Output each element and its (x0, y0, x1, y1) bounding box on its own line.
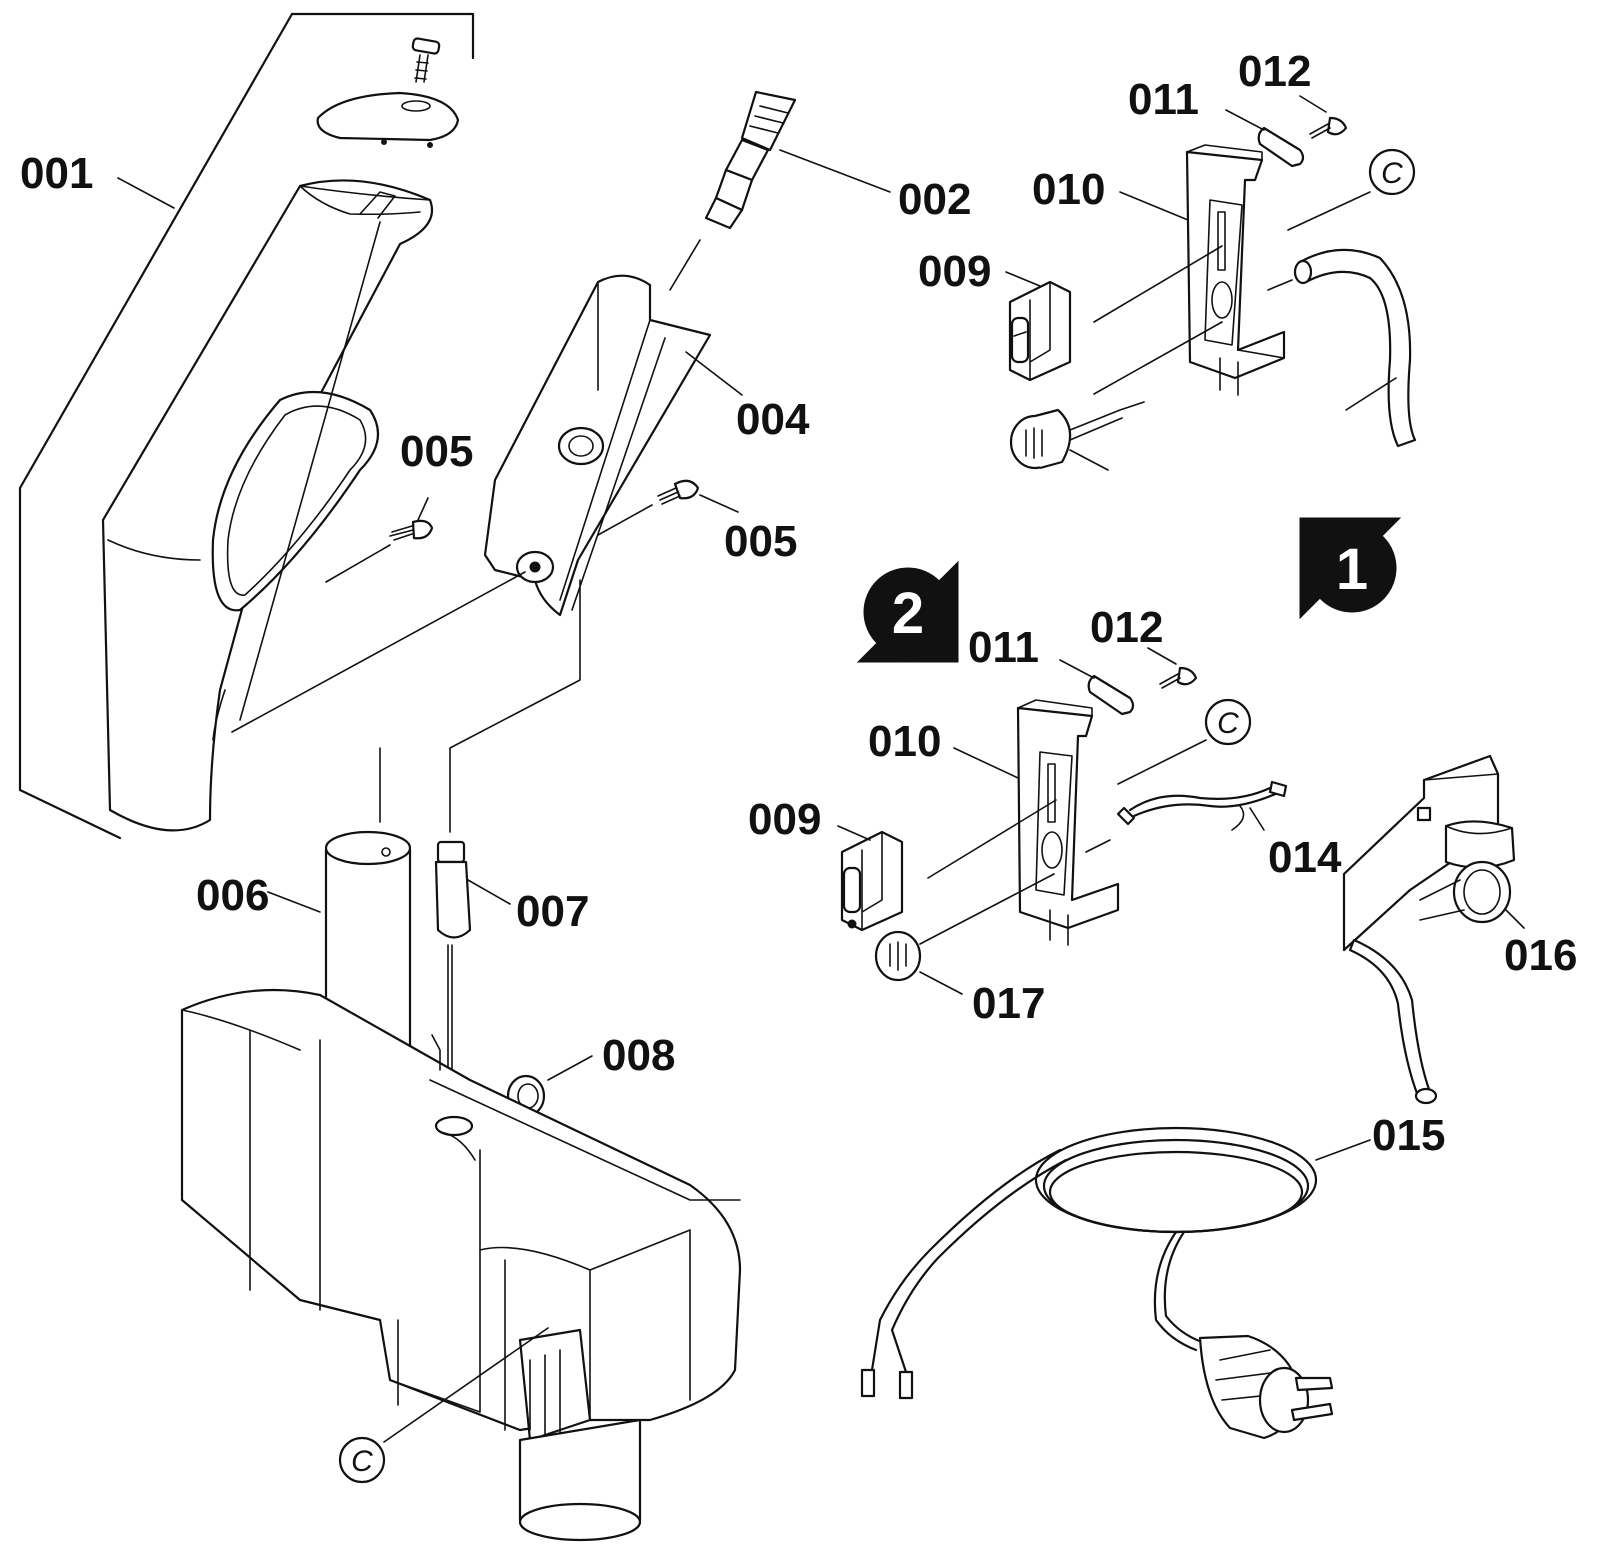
assembly-guide-lines (231, 571, 581, 833)
label-001: 001 (20, 149, 93, 198)
callout-c-label: C (1381, 157, 1403, 190)
screw-005-right (597, 479, 739, 536)
leader-001 (117, 177, 175, 209)
label-012-top: 012 (1238, 47, 1311, 96)
label-008: 008 (602, 1031, 675, 1080)
hose-variant-1 (1267, 248, 1417, 448)
label-011-middle: 011 (968, 623, 1039, 672)
capacitor-016 (1342, 754, 1525, 1105)
label-014: 014 (1268, 833, 1342, 882)
label-011-top: 011 (1128, 75, 1199, 124)
rocker-switch-009-variant-2 (837, 799, 1057, 932)
label-010-top: 010 (1032, 165, 1105, 214)
power-cable-015 (860, 1126, 1371, 1440)
clip-011-variant-1 (1225, 109, 1305, 168)
leader-007 (467, 879, 511, 905)
label-010-middle: 010 (868, 717, 941, 766)
label-004: 004 (736, 395, 810, 444)
callout-c-top: C (1287, 148, 1416, 231)
label-016: 016 (1504, 931, 1577, 980)
leader-014 (1249, 807, 1265, 831)
label-006: 006 (196, 871, 269, 920)
callout-c-label: C (1217, 707, 1239, 740)
callout-c-label: C (351, 1445, 373, 1478)
screw-012-variant-2 (1147, 647, 1198, 689)
label-012-middle: 012 (1090, 603, 1163, 652)
lamp-017 (874, 873, 1055, 995)
housing-group-outline (18, 12, 475, 840)
hose-fitting-002 (704, 90, 891, 230)
sleeve-007 (434, 840, 511, 1106)
base-housing (180, 988, 742, 1542)
variant-2-number: 2 (892, 581, 924, 646)
leader-010b (953, 747, 1019, 779)
switch-housing-variant-1 (1119, 144, 1286, 396)
leader-008 (547, 1055, 593, 1081)
screw-005-left (325, 497, 434, 583)
leader-016 (1505, 909, 1525, 929)
leader-005-left (417, 497, 429, 521)
leader-006 (267, 891, 321, 913)
lamp-variant-1 (1009, 321, 1223, 471)
variant-2-badge: 2 (856, 560, 959, 663)
callout-c-bottom: C (338, 1327, 549, 1484)
callout-c-middle: C (1117, 698, 1252, 785)
leader-005-right (699, 494, 739, 513)
label-002: 002 (898, 175, 971, 224)
leader-004 (685, 351, 743, 396)
label-009-top: 009 (918, 247, 991, 296)
cable-014 (1085, 780, 1288, 853)
label-009-middle: 009 (748, 795, 821, 844)
rocker-switch-009-variant-1 (1005, 245, 1223, 382)
leader-002 (779, 149, 891, 193)
bracket-004 (483, 239, 743, 617)
variant-1-number: 1 (1336, 537, 1368, 602)
leader-015 (1315, 1139, 1371, 1161)
label-005-right: 005 (724, 517, 797, 566)
leader-009a (1005, 271, 1041, 287)
variant-1-badge: 1 (1299, 517, 1402, 620)
label-017: 017 (972, 979, 1045, 1028)
leader-017 (919, 971, 963, 995)
cap-plate (316, 91, 460, 148)
upper-housing-001 (101, 179, 434, 832)
label-005-left: 005 (400, 427, 473, 476)
screw-012-variant-1 (1299, 95, 1348, 139)
leader-010a (1119, 191, 1189, 221)
switch-housing-variant-2 (953, 699, 1120, 946)
clip-011-variant-2 (1059, 659, 1135, 716)
label-015: 015 (1372, 1111, 1445, 1160)
label-007: 007 (516, 887, 589, 936)
leader-009b (837, 825, 871, 841)
cap-screw (411, 37, 441, 83)
